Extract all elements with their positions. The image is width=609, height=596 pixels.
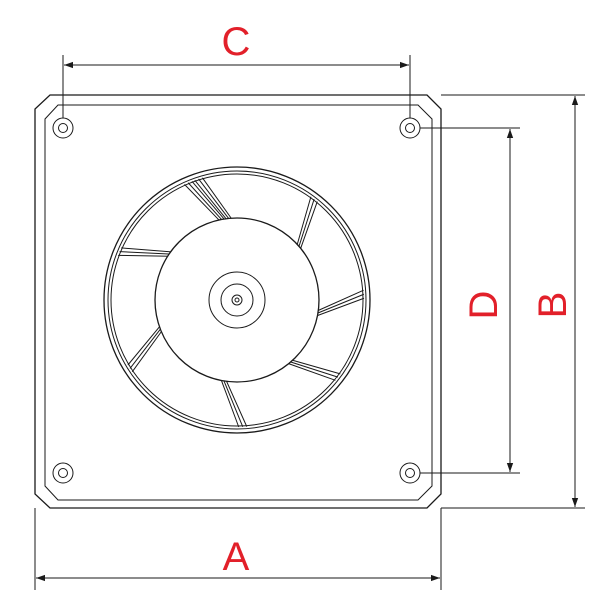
mounting-hole — [399, 462, 421, 484]
fan-blade-edge — [315, 293, 365, 315]
fan-blade-edge — [121, 247, 173, 253]
fan-blade-edge — [315, 289, 364, 312]
fan-blade-edge — [194, 179, 228, 221]
fan-blade-edge — [315, 297, 365, 317]
dimension-b: B — [441, 94, 585, 509]
fan-blade-edge — [286, 362, 336, 381]
dimension-label-a: A — [223, 535, 250, 579]
dimension-label-d: D — [462, 291, 506, 320]
fan-blade-edge — [225, 378, 248, 427]
fan-blade-edge — [222, 378, 244, 428]
fan-blade-edge — [129, 327, 163, 369]
mounting-hole — [52, 462, 74, 484]
fan-blade-edge — [191, 180, 226, 222]
dimension-label-b: B — [531, 292, 575, 319]
fan-blade-edge — [198, 178, 231, 221]
fan-blade-edge — [118, 254, 171, 257]
fan-blade-edge — [297, 198, 315, 249]
fan-blades — [118, 177, 365, 428]
fan-blade-edge — [296, 196, 312, 247]
fan-blade-edge — [290, 359, 341, 375]
fan-blade-edge — [127, 324, 162, 366]
fan-blade-edge — [220, 378, 240, 428]
fan-blade-edge — [202, 177, 233, 221]
fan-blade-edge — [187, 182, 224, 222]
fan-blade-edge — [131, 329, 164, 373]
fan-impeller — [103, 166, 371, 434]
fan-blade-edge — [288, 360, 339, 378]
fan-blade-edge — [119, 251, 172, 255]
front-plate — [34, 94, 442, 509]
mounting-hole — [399, 117, 421, 139]
fan-blade-edge — [299, 201, 318, 251]
dimension-label-c: C — [222, 20, 251, 64]
dimension-d: D — [420, 127, 520, 474]
dimension-c: C — [62, 20, 411, 118]
dimension-a: A — [34, 508, 442, 590]
mounting-hole — [52, 117, 74, 139]
fan-blade-edge — [184, 184, 221, 223]
